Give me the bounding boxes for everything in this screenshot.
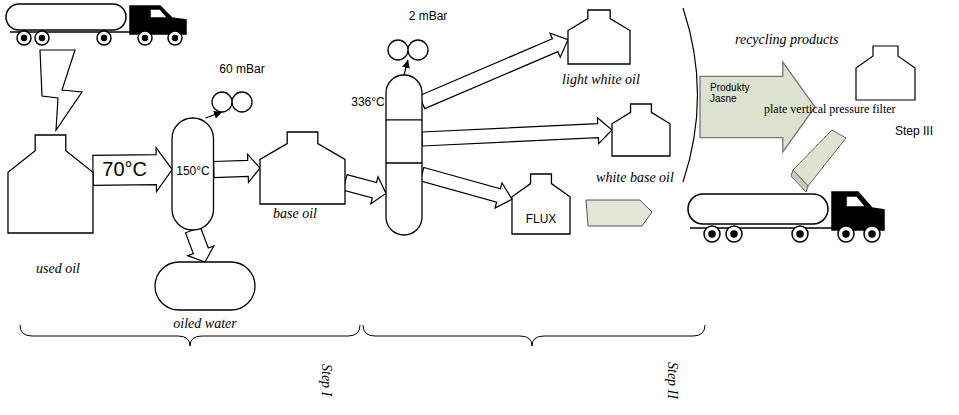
distillation-column-path — [386, 75, 422, 235]
storage-tank: white base oil — [612, 104, 670, 156]
step-label: Step II — [664, 362, 680, 399]
distillation-column-outline — [386, 75, 422, 235]
node-label: Produkty Jasne — [710, 82, 766, 104]
node-caption: base oil — [273, 206, 317, 222]
flow-arrow — [343, 175, 386, 204]
storage-tank: light white oil — [568, 10, 630, 64]
evaporator-column: 150°C — [172, 118, 214, 230]
vacuum-pump: 60 mBar — [212, 92, 252, 112]
vacuum-line — [205, 112, 222, 118]
storage-tank-path — [612, 104, 670, 156]
vacuum-line — [404, 60, 408, 75]
node-caption: 336°C — [351, 95, 385, 109]
node-caption: white base oil — [596, 170, 674, 186]
vacuum-pump-outline — [212, 92, 252, 112]
vacuum-pump: 2 mBar — [388, 40, 428, 60]
vacuum-pump-outline — [388, 40, 428, 60]
equipment-caption: plate vertical pressure filter — [764, 102, 896, 117]
flow-arrow — [419, 33, 568, 108]
step-brace — [363, 325, 705, 346]
storage-tank-path — [568, 10, 630, 64]
temperature-label: 70°C — [100, 158, 149, 181]
fill-arrow — [40, 50, 82, 130]
storage-tank-outline — [612, 104, 670, 156]
step-label: Step I — [318, 364, 334, 396]
node-label: 150°C — [176, 164, 210, 178]
flow-arrow — [420, 167, 512, 208]
storage-tank: FLUX — [512, 174, 570, 234]
product-tank — [856, 46, 915, 100]
output-caption: recycling products — [735, 32, 839, 48]
node-caption: oiled water — [173, 316, 236, 332]
water-tank: oiled water — [155, 262, 255, 310]
step-label: Step III — [895, 124, 933, 138]
storage-tank-outline — [260, 132, 345, 204]
flow-arrow — [422, 118, 612, 146]
vacuum-pump-path — [212, 92, 252, 112]
storage-tank-path — [512, 174, 570, 234]
filter-symbol — [791, 130, 846, 192]
node-caption: light white oil — [562, 72, 640, 88]
flow-arrow — [213, 154, 260, 182]
storage-tank: base oil — [260, 132, 345, 204]
tanker-truck-top — [6, 4, 186, 45]
evaporator-column-path — [172, 118, 214, 230]
node-caption: used oil — [36, 261, 80, 277]
storage-tank: used oil — [8, 135, 93, 233]
storage-tank-outline — [568, 10, 630, 64]
distillation-column: 336°C — [386, 75, 422, 235]
flux-outlet-arrow — [586, 200, 652, 226]
node-caption: 2 mBar — [409, 9, 448, 23]
flow-arrow — [186, 227, 214, 262]
tanker-truck-bottom — [688, 192, 884, 242]
node-caption: 60 mBar — [219, 62, 264, 76]
storage-tank-path — [8, 135, 93, 233]
bracket — [683, 8, 698, 182]
flow-arrow — [93, 148, 172, 192]
node-label: FLUX — [526, 212, 557, 226]
water-tank-outline — [155, 262, 255, 310]
vacuum-pump-path — [388, 40, 428, 60]
water-tank-path — [155, 262, 255, 310]
storage-tank-path — [260, 132, 345, 204]
storage-tank-outline — [8, 135, 93, 233]
